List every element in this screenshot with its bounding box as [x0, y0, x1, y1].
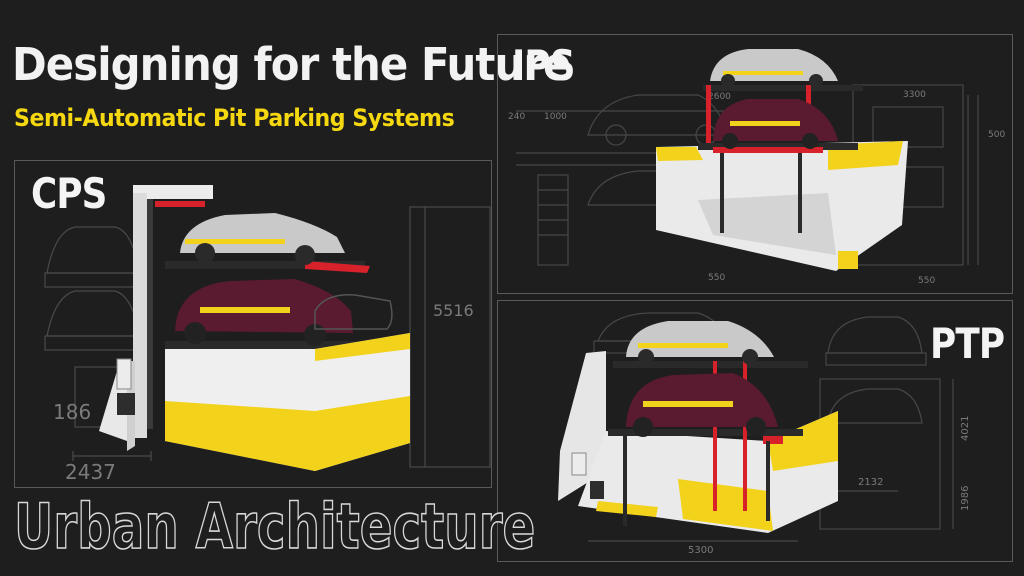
page-title: Designing for the Future	[12, 38, 571, 91]
cps-dim-pit: 186	[53, 400, 91, 424]
cps-illustration: 5516 186 2437	[44, 185, 491, 484]
ips-dim-e: 550	[708, 273, 725, 283]
ptp-illustration: 2132 4021 5300 1986	[558, 312, 971, 556]
cps-upper-car	[180, 213, 345, 265]
ptp-upper-car	[626, 321, 774, 365]
ptp-label: PTP	[930, 319, 1005, 368]
ptp-dim-d: 1986	[960, 486, 971, 511]
page-subtitle: Semi-Automatic Pit Parking Systems	[14, 104, 455, 132]
ptp-dim-a: 2132	[858, 477, 883, 488]
ips-upper-car	[710, 49, 838, 88]
ips-panel: 2600 1000 3300 500 550 550 240 IPS	[497, 34, 1013, 294]
footer-title: Urban Architecture	[13, 489, 536, 564]
ips-dim-b: 1000	[544, 112, 567, 122]
ips-dim-g: 240	[508, 112, 525, 122]
cps-dim-height: 5516	[433, 301, 474, 320]
ips-dim-f: 550	[918, 276, 935, 286]
ips-dim-c: 3300	[903, 90, 926, 100]
ips-label: IPS	[512, 41, 575, 90]
ips-dim-d: 500	[988, 130, 1005, 140]
cps-lower-car	[175, 279, 353, 346]
cps-dim-width: 2437	[65, 460, 116, 484]
ptp-dim-c: 5300	[688, 545, 713, 556]
ptp-lower-car	[626, 373, 778, 437]
ips-dim-a: 2600	[708, 92, 731, 102]
ptp-dim-b: 4021	[960, 416, 971, 441]
ips-lower-car	[713, 99, 838, 149]
ptp-panel: 2132 4021 5300 1986 PTP	[497, 300, 1013, 562]
cps-panel: 5516 186 2437 CPS	[14, 160, 492, 488]
ips-illustration: 2600 1000 3300 500 550 550 240	[508, 49, 1005, 286]
cps-label: CPS	[31, 169, 107, 218]
